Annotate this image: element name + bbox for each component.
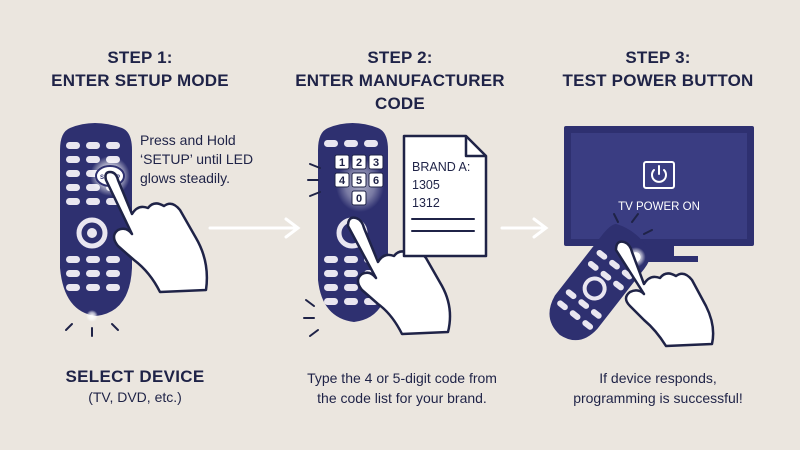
step-3-caption-line-1: If device responds, xyxy=(599,370,717,386)
tv-power-on-text: TV POWER ON xyxy=(618,201,700,213)
remote-button xyxy=(86,198,100,205)
remote-button xyxy=(324,140,338,147)
remote-button xyxy=(344,140,358,147)
remote-button xyxy=(587,261,599,271)
arrow-2-icon xyxy=(500,217,549,239)
remote-button xyxy=(106,284,120,291)
keypad-key-5[interactable] xyxy=(351,172,367,188)
remote-button xyxy=(106,256,120,263)
keypad-key-2[interactable] xyxy=(351,154,367,170)
step-1-remote: SETUP xyxy=(60,123,132,337)
remote-button xyxy=(596,249,608,260)
remote-button xyxy=(106,142,120,149)
step-1-instruction-line-2: ‘SETUP’ until LED xyxy=(140,151,254,167)
remote-button xyxy=(324,284,338,291)
keypad-key-0[interactable] xyxy=(351,190,367,206)
remote-button xyxy=(86,284,100,291)
step-2-caption: Type the 4 or 5-digit code from the code… xyxy=(282,368,522,408)
remote-button xyxy=(609,259,620,270)
step-1-hand-icon xyxy=(104,170,209,294)
keypad-key-label: 0 xyxy=(356,193,362,205)
remote-button xyxy=(86,256,100,263)
step-2-title: STEP 2: ENTER MANUFACTURER CODE xyxy=(270,46,530,115)
press-rays-icon xyxy=(613,213,653,235)
step-1-title: STEP 1: ENTER SETUP MODE xyxy=(10,46,270,92)
keypad-key-label: 5 xyxy=(356,175,362,187)
remote-button xyxy=(344,284,358,291)
remote-button xyxy=(613,280,624,291)
step-1-label: STEP 1: xyxy=(107,48,173,67)
keypad-key-label: 3 xyxy=(373,157,379,169)
step-1-instruction: Press and Hold ‘SETUP’ until LED glows s… xyxy=(140,131,270,188)
step-2-heading: ENTER MANUFACTURER CODE xyxy=(295,71,505,113)
remote-button xyxy=(66,170,80,177)
remote-button xyxy=(86,142,100,149)
remote-button xyxy=(364,140,378,147)
code-2: 1312 xyxy=(412,196,440,210)
remote-button xyxy=(66,142,80,149)
step-3-caption-line-2: programming is successful! xyxy=(573,390,743,406)
remote-button xyxy=(344,256,358,263)
step-3-title: STEP 3: TEST POWER BUTTON xyxy=(528,46,788,92)
remote-button xyxy=(66,198,80,205)
led-rays-icon xyxy=(303,299,319,337)
led-icon xyxy=(86,310,98,322)
code-sheet-heading: BRAND A: xyxy=(412,160,470,174)
step-3-hand-icon xyxy=(614,240,715,348)
led-rays-icon xyxy=(65,323,119,337)
step-1-caption: SELECT DEVICE (TV, DVD, etc.) xyxy=(40,367,230,407)
remote-button xyxy=(569,310,581,320)
keypad-key-4[interactable] xyxy=(334,172,350,188)
remote-button xyxy=(66,184,80,191)
remote-button xyxy=(324,256,338,263)
step-1-caption-heading: SELECT DEVICE xyxy=(65,367,205,386)
step-2-caption-line-2: the code list for your brand. xyxy=(317,390,487,406)
keypad-key-label: 2 xyxy=(356,157,362,169)
step-1-caption-detail: (TV, DVD, etc.) xyxy=(88,389,182,405)
remote-button xyxy=(324,270,338,277)
step-3-label: STEP 3: xyxy=(625,48,691,67)
remote-button xyxy=(557,300,568,311)
code-sheet: BRAND A: 1305 1312 xyxy=(402,134,488,258)
remote-button xyxy=(590,309,602,319)
remote-button xyxy=(86,270,100,277)
power-icon xyxy=(643,161,675,189)
remote-button xyxy=(621,269,633,280)
press-rays-icon xyxy=(307,163,321,197)
step-1-instruction-line-1: Press and Hold xyxy=(140,132,236,148)
step-2-label: STEP 2: xyxy=(367,48,433,67)
remote-button xyxy=(344,298,358,305)
remote-button xyxy=(66,256,80,263)
step-1-instruction-line-3: glows steadily. xyxy=(140,170,231,186)
step-1-heading: ENTER SETUP MODE xyxy=(51,71,229,90)
step-2-caption-line-1: Type the 4 or 5-digit code from xyxy=(307,370,497,386)
remote-button xyxy=(582,320,594,330)
television: TV POWER ON xyxy=(564,126,754,262)
step-3-caption: If device responds, programming is succe… xyxy=(548,368,768,408)
keypad-key-label: 4 xyxy=(339,175,346,187)
remote-button xyxy=(66,284,80,291)
remote-button xyxy=(66,156,80,163)
remote-button xyxy=(565,289,577,300)
keypad-key-label: 6 xyxy=(373,175,379,187)
keypad-key-1[interactable] xyxy=(334,154,350,170)
keypad-key-3[interactable] xyxy=(368,154,384,170)
remote-button xyxy=(324,298,338,305)
remote-button xyxy=(344,270,358,277)
remote-button xyxy=(578,299,590,309)
keypad-key-6[interactable] xyxy=(368,172,384,188)
step-3-heading: TEST POWER BUTTON xyxy=(562,71,754,90)
remote-button xyxy=(600,270,612,281)
arrow-1-icon xyxy=(208,217,301,239)
remote-button xyxy=(106,270,120,277)
code-1: 1305 xyxy=(412,178,440,192)
remote-button xyxy=(66,270,80,277)
keypad-key-label: 1 xyxy=(339,157,345,169)
